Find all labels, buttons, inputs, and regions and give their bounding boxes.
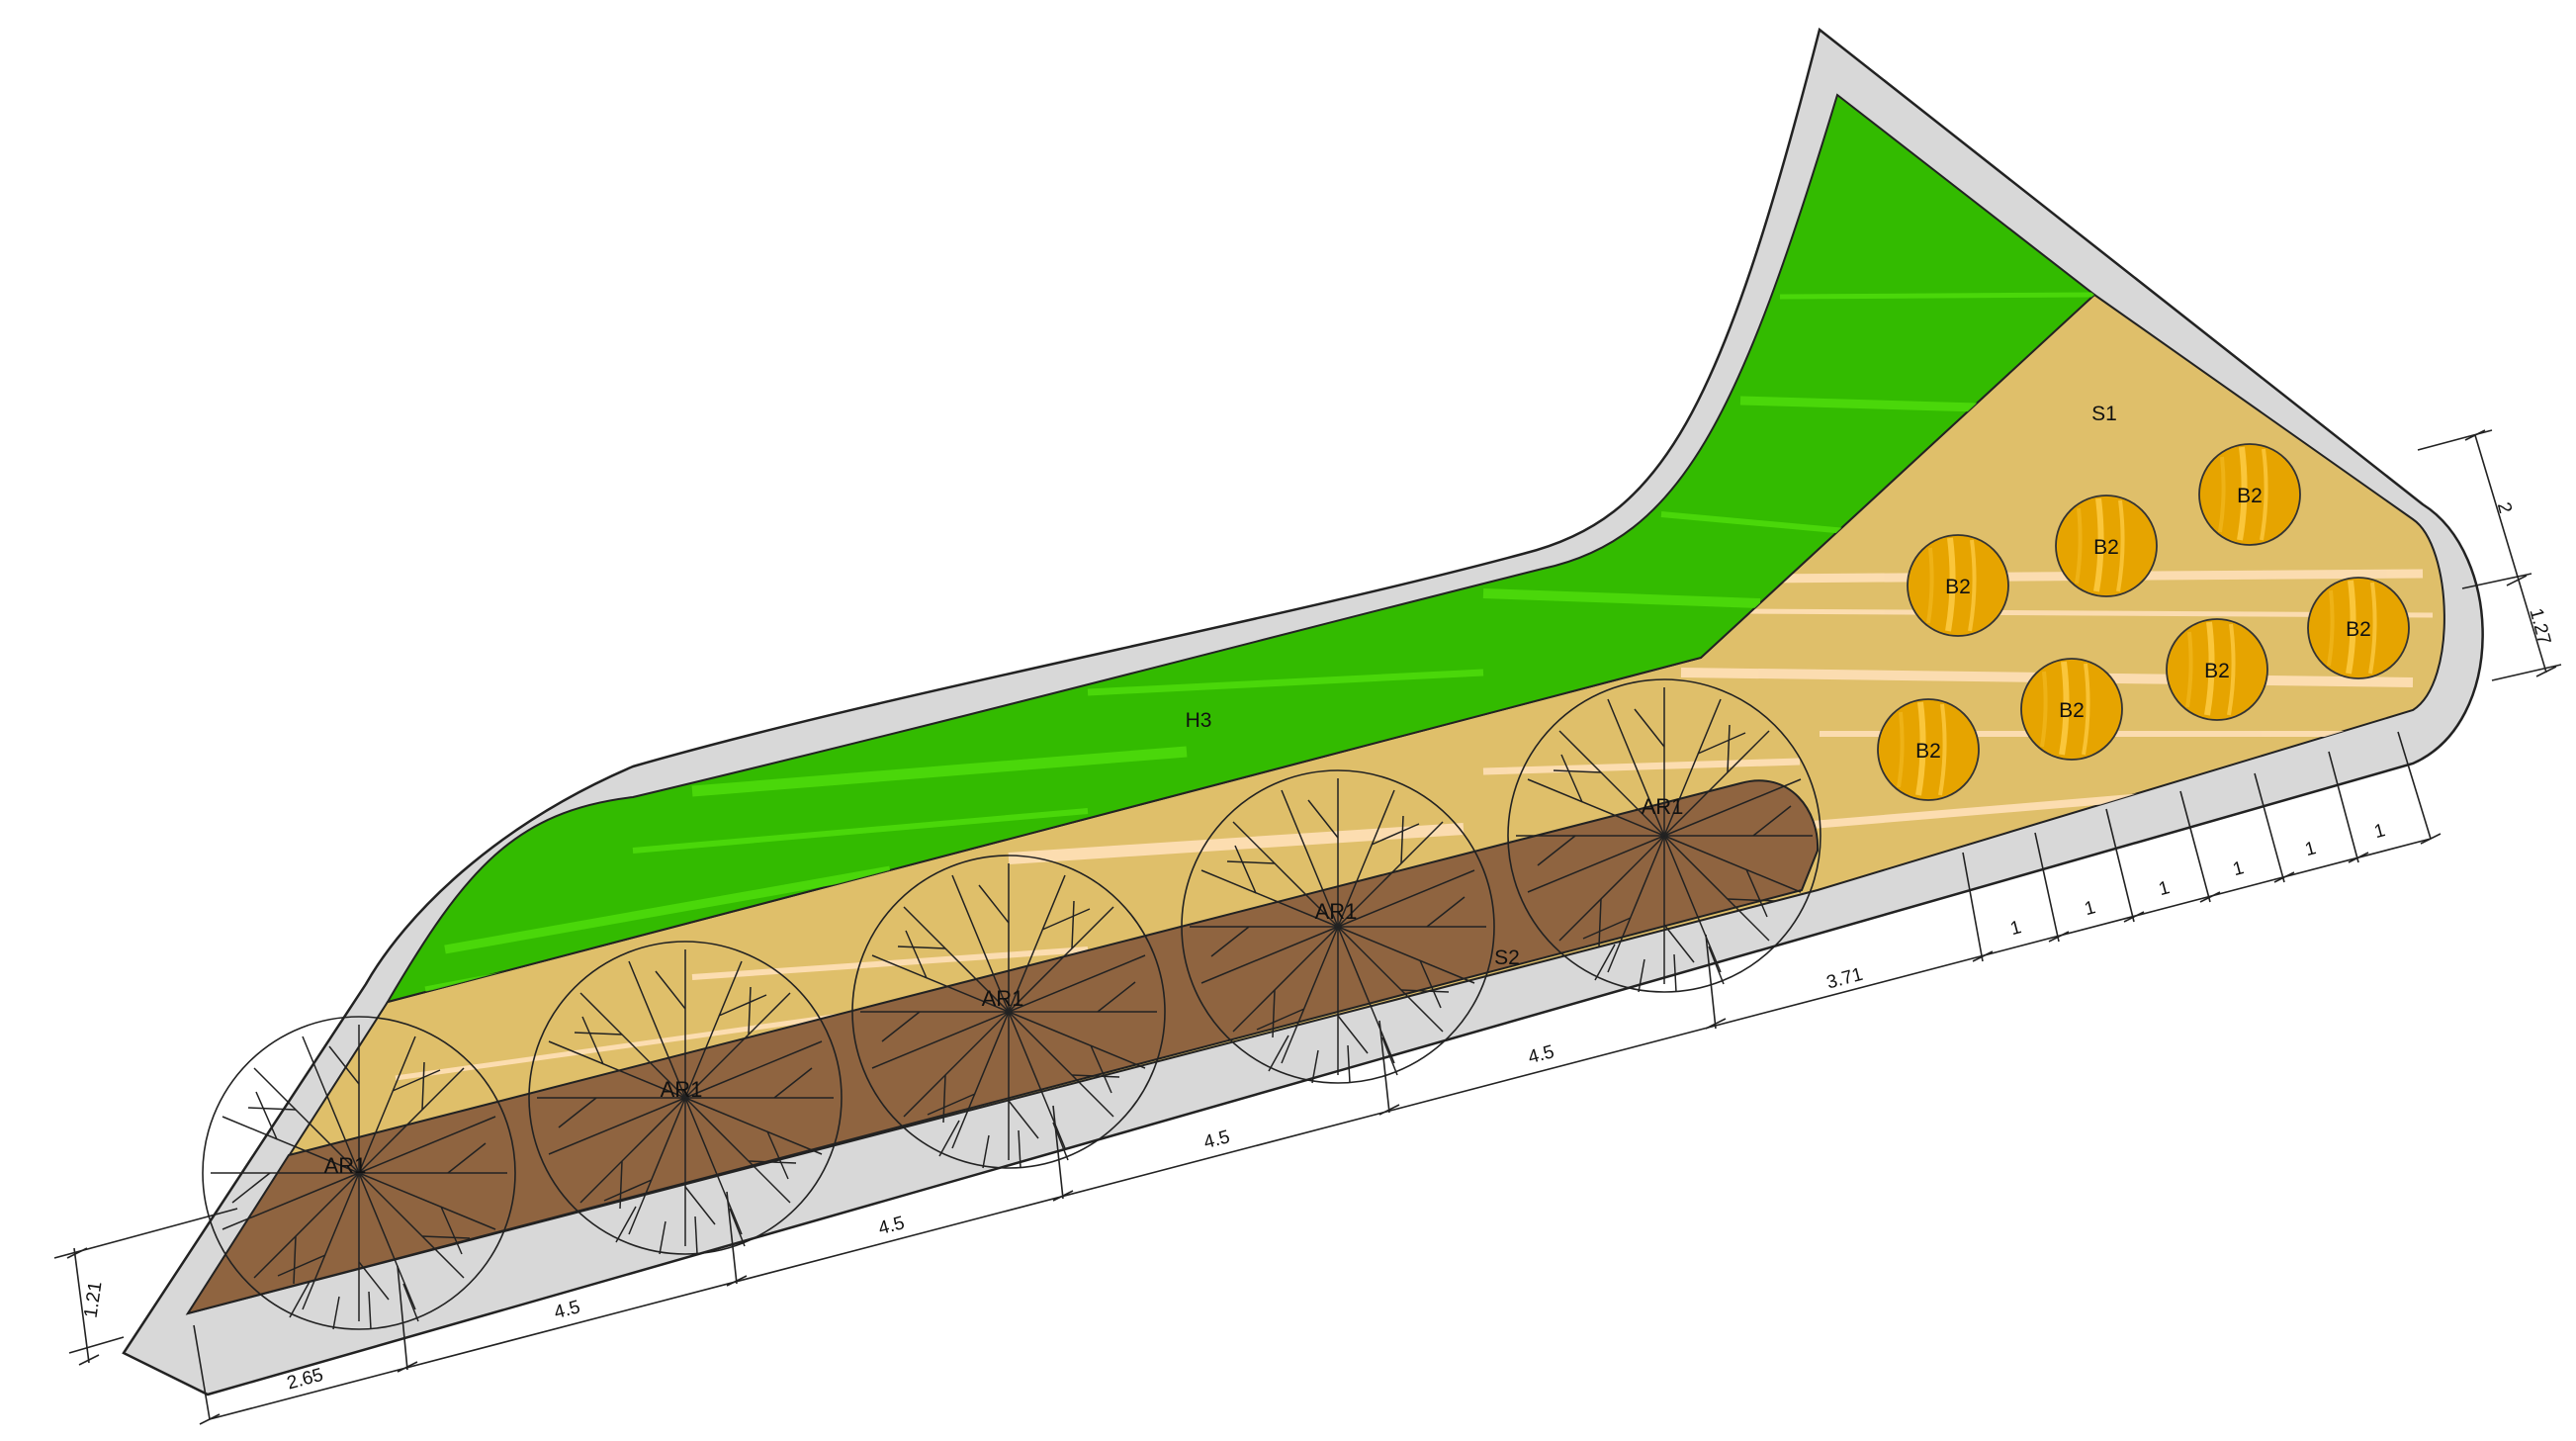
dimension-label: 4.5 (1201, 1126, 1232, 1153)
dimension-line-left (53, 1208, 238, 1366)
dimension-label: 1 (2083, 897, 2098, 920)
dimension-label-left: 1.21 (81, 1280, 107, 1319)
dimension-label: 3.71 (1824, 964, 1865, 994)
zone-label-soil: S2 (1494, 946, 1520, 969)
dimension-label: 1 (2303, 838, 2319, 860)
zone-label-sand: S1 (2091, 403, 2117, 425)
shrub-7: B2 (1878, 699, 1979, 800)
dimension-label: 1 (2157, 877, 2173, 900)
zone-grass (385, 93, 2096, 1004)
tree-label: AR1 (982, 986, 1024, 1011)
zone-label-grass: H3 (1186, 709, 1212, 732)
dimension-line-right (2417, 429, 2562, 681)
dimension-label-right-a: 2 (2493, 500, 2516, 516)
shrub-label: B2 (2346, 618, 2371, 641)
shrub-3: B2 (1908, 535, 2008, 636)
dimension-line-bottom (193, 731, 2442, 1425)
dimension-label: 4.5 (552, 1297, 582, 1323)
tree-1: AR1 (202, 1016, 516, 1330)
tree-3: AR1 (851, 855, 1166, 1169)
shrub-label: B2 (2059, 699, 2085, 722)
zone-soil (185, 779, 1820, 1315)
tree-label: AR1 (661, 1077, 703, 1102)
dimension-label: 1 (2008, 917, 2024, 940)
dimension-label: 4.5 (1526, 1041, 1556, 1068)
tree-4: AR1 (1181, 769, 1495, 1084)
shrub-2: B2 (2056, 495, 2157, 596)
shrub-6: B2 (2021, 659, 2122, 760)
tree-label: AR1 (1642, 794, 1684, 819)
dimension-label: 1 (2372, 820, 2388, 843)
shrub-label: B2 (2204, 660, 2230, 682)
shrub-label: B2 (1945, 576, 1971, 598)
tree-5: AR1 (1507, 678, 1821, 993)
tree-label: AR1 (324, 1153, 367, 1178)
shrub-8 (2103, 412, 2204, 513)
shrub-label: B2 (1915, 740, 1941, 763)
shrub-4: B2 (2308, 578, 2409, 678)
shrub-label: B2 (2237, 485, 2263, 507)
shrub-5: B2 (2167, 619, 2267, 720)
dimension-label: 1 (2231, 857, 2247, 880)
dimension-label: 4.5 (876, 1213, 907, 1239)
shrub-label: B2 (2093, 536, 2119, 559)
shrub-1: B2 (2199, 444, 2300, 545)
tree-2: AR1 (528, 941, 843, 1255)
dimension-label-right-b: 1.27 (2525, 606, 2554, 647)
tree-label: AR1 (1315, 899, 1358, 924)
